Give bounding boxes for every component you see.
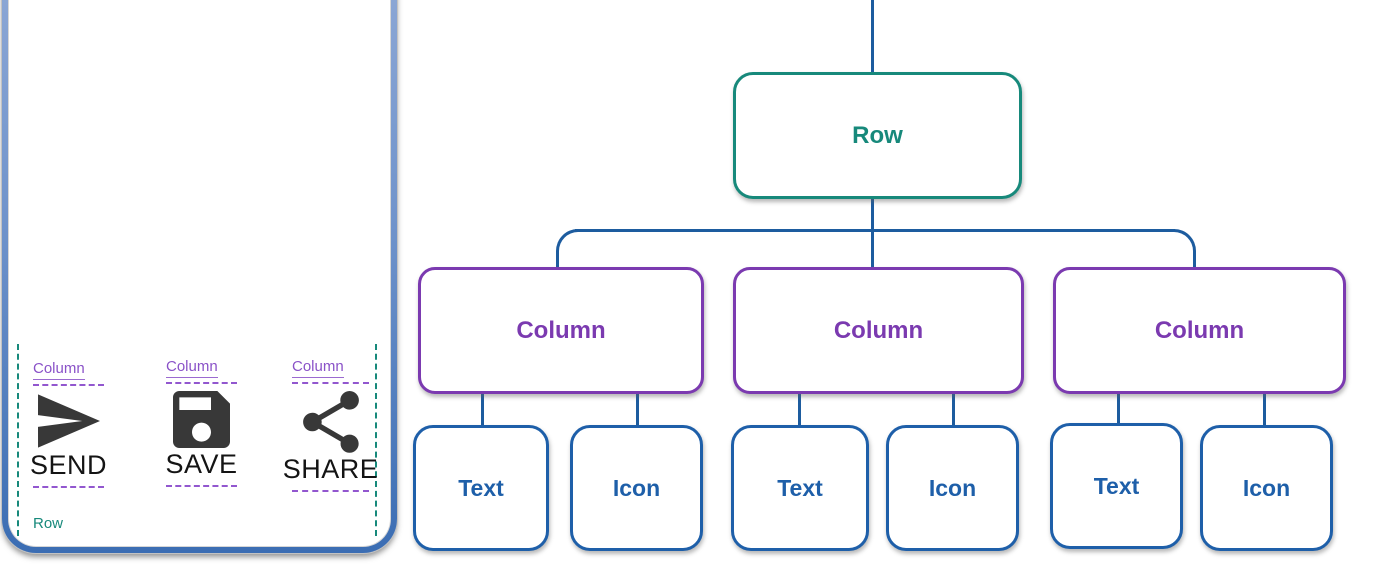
connector-elbow-left [556, 229, 585, 270]
connector-col1-icon [636, 387, 639, 426]
icon-caption: SHARE [282, 454, 379, 484]
column-overlay-box: SEND [30, 384, 108, 488]
column-overlay-label: Column [166, 358, 218, 378]
column-overlay-share: Column SHARE [283, 358, 378, 492]
tree-node-label: Icon [612, 474, 661, 501]
tree-node-column-1: Column [418, 267, 704, 394]
column-overlay-box: SAVE [165, 382, 238, 487]
connector-elbow-right [1167, 229, 1196, 270]
tree-node-label: Column [1154, 316, 1245, 344]
send-icon [37, 394, 100, 448]
column-overlay-send: Column SEND [30, 360, 108, 488]
tree-node-text-1: Text [413, 425, 549, 551]
tree-node-label: Text [1093, 472, 1140, 499]
column-overlay-box: SHARE [283, 382, 378, 492]
column-overlay-label: Column [33, 360, 85, 380]
tree-node-text-2: Text [731, 425, 869, 551]
row-debug-overlay: Row [17, 344, 377, 536]
tree-node-label: Text [458, 474, 504, 501]
tree-node-icon-1: Icon [570, 425, 703, 551]
icon-caption: SEND [30, 450, 108, 480]
connector-col2-icon [952, 387, 955, 426]
phone-frame [2, 0, 397, 553]
tree-node-column-2: Column [733, 267, 1024, 394]
phone-screen [9, 0, 390, 546]
connector-top [871, 0, 874, 72]
tree-node-label: Column [516, 316, 606, 344]
save-icon [173, 391, 230, 448]
tree-node-label: Icon [1242, 474, 1291, 501]
column-overlay-label: Column [292, 358, 344, 378]
tree-node-label: Row [852, 121, 903, 149]
connector-col1-text [481, 387, 484, 426]
connector-col3-text [1117, 387, 1120, 426]
connector-rail [575, 229, 1175, 232]
tree-node-column-3: Column [1053, 267, 1346, 394]
connector-col3-icon [1263, 387, 1266, 426]
tree-node-icon-2: Icon [886, 425, 1019, 551]
tree-node-icon-3: Icon [1200, 425, 1333, 551]
tree-node-label: Column [833, 316, 924, 344]
icon-caption: SAVE [165, 449, 238, 479]
share-icon [302, 391, 359, 453]
tree-node-text-3: Text [1050, 423, 1183, 549]
column-overlay-save: Column SAVE [165, 358, 238, 487]
tree-node-label: Icon [928, 474, 977, 501]
tree-node-row: Row [733, 72, 1022, 199]
tree-node-label: Text [777, 474, 823, 501]
row-overlay-label: Row [33, 515, 64, 532]
connector-col2-text [798, 387, 801, 426]
